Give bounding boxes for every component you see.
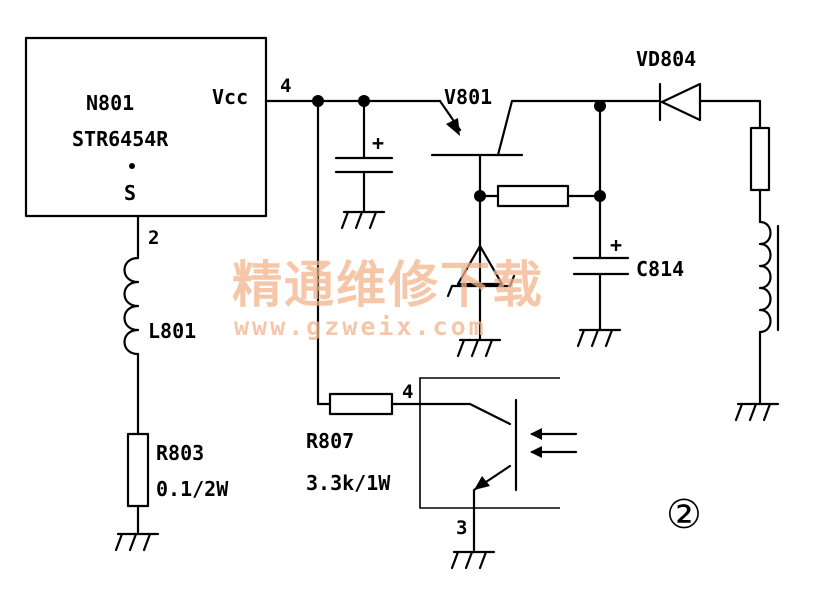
r807-value: 3.3k/1W bbox=[306, 471, 391, 495]
r803-value: 0.1/2W bbox=[156, 477, 229, 501]
figure-number: ② bbox=[666, 492, 702, 538]
vd804-label: VD804 bbox=[636, 47, 696, 71]
ic-pin-vcc-label: Vcc bbox=[212, 85, 248, 109]
c814-plus: + bbox=[610, 233, 622, 257]
r803-body bbox=[126, 432, 150, 508]
ic-n801-body bbox=[24, 36, 268, 218]
ground-symbol bbox=[734, 402, 780, 422]
ground-symbol bbox=[576, 328, 622, 348]
ground-symbol bbox=[456, 338, 502, 358]
winding-coil bbox=[758, 220, 772, 334]
ic-dot bbox=[129, 163, 135, 169]
opto-emitter-arrow bbox=[474, 476, 490, 490]
opto-pin4-number: 4 bbox=[402, 381, 413, 403]
light-arrows-icon bbox=[530, 428, 578, 458]
left-feed-wire bbox=[316, 99, 332, 406]
right-resistor bbox=[749, 126, 771, 192]
vd804-lead-right bbox=[698, 99, 762, 130]
vd804-body bbox=[660, 82, 702, 122]
zener-diode bbox=[446, 244, 516, 298]
r803-name: R803 bbox=[156, 441, 204, 465]
ground-symbol bbox=[114, 532, 160, 552]
opto-collector-lead bbox=[418, 402, 512, 426]
ic-pin2-number: 2 bbox=[148, 227, 159, 249]
cap1-plus: + bbox=[372, 131, 384, 155]
ic-pin-s-label: S bbox=[124, 181, 136, 205]
ic-part-number: STR6454R bbox=[72, 127, 169, 151]
ground-symbol bbox=[340, 210, 386, 230]
r807-body bbox=[328, 392, 394, 416]
v801-emitter-arrow bbox=[446, 118, 460, 136]
r807-name: R807 bbox=[306, 429, 354, 453]
base-resistor bbox=[496, 184, 570, 208]
ground-symbol bbox=[450, 550, 496, 570]
opto-pin3-number: 3 bbox=[456, 517, 467, 539]
v801-collector-lead bbox=[496, 99, 602, 157]
optocoupler-frame bbox=[419, 377, 560, 509]
watermark-url: www.gzweix.com bbox=[234, 312, 487, 341]
c814-label: C814 bbox=[636, 257, 684, 281]
l801-label: L801 bbox=[148, 319, 196, 343]
l801-coil bbox=[123, 256, 140, 356]
v801-label: V801 bbox=[444, 85, 492, 109]
ic-name: N801 bbox=[86, 91, 134, 115]
ic-pin4-number: 4 bbox=[280, 75, 291, 97]
watermark-chinese: 精通维修下载 bbox=[232, 256, 544, 314]
